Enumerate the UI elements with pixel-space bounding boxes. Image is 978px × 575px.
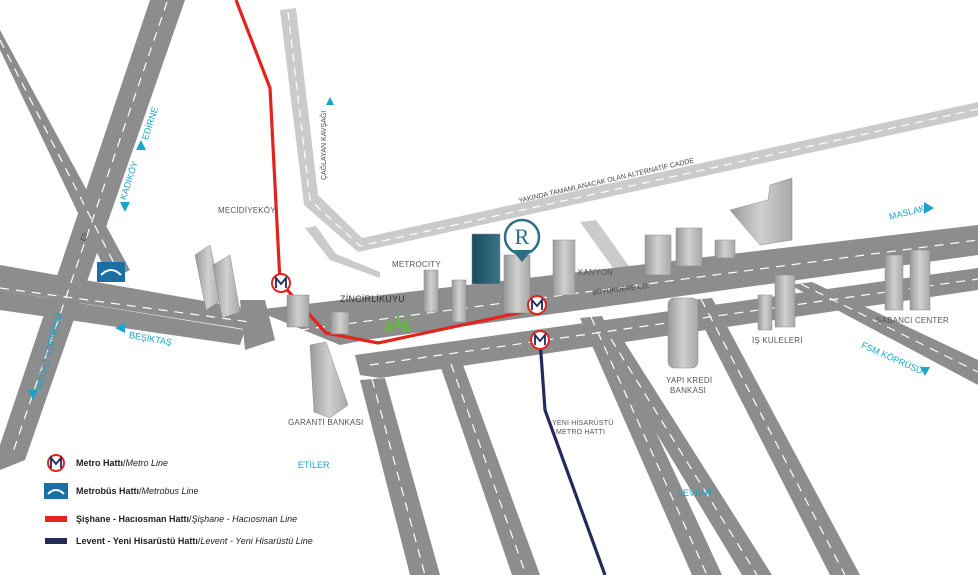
metro-icon: [271, 273, 291, 293]
navy-line-swatch: [44, 532, 68, 550]
label-sabanci: SABANCI CENTER: [876, 316, 950, 325]
label-caglayan: ÇAĞLAYAN KAVŞAĞI: [321, 110, 328, 180]
light-roads: [280, 8, 978, 278]
label-levent: LEVENT: [678, 488, 714, 498]
legend-row-metro: Metro Hattı / Metro Line: [44, 454, 168, 472]
navy-metro-line: [538, 339, 607, 575]
metro-icon: [44, 454, 68, 472]
label-mecidiyekoy: MECİDİYEKÖY: [218, 206, 276, 215]
label-garanti: GARANTİ BANKASI: [288, 418, 364, 427]
red-line-swatch: [44, 510, 68, 528]
label-etiler: ETİLER: [298, 460, 330, 470]
direction-arrows: [28, 97, 934, 400]
r-logo-letter: R: [514, 224, 530, 249]
legend-row-navy-line: Levent - Yeni Hisarüstü Hattı / Levent -…: [44, 532, 313, 550]
legend-row-metrobus: Metrobüs Hattı / Metrobus Line: [44, 482, 199, 500]
label-zincirlikuyu: ZİNCİRLİKUYU: [340, 294, 405, 304]
metro-icon: [527, 295, 547, 315]
label-yapikredi-2: BANKASI: [670, 386, 707, 395]
legend-row-red-line: Şişhane - Hacıosman Hattı / Şişhane - Ha…: [44, 510, 297, 528]
trees: [384, 314, 411, 332]
label-metrocity: METROCITY: [392, 260, 441, 269]
r-logo-marker: [503, 218, 541, 262]
label-kanyon: KANYON: [578, 268, 613, 277]
metrobus-icon: [97, 262, 125, 282]
label-yeni-hisarustu-1: YENİ HİSARÜSTÜ: [552, 420, 614, 427]
metro-icon: [530, 330, 550, 350]
label-yeni-hisarustu-2: METRO HATTI: [556, 429, 606, 436]
buildings: [194, 177, 931, 419]
metrobus-icon: [44, 482, 68, 500]
label-yapikredi-1: YAPI KREDİ: [666, 376, 713, 385]
label-is-kuleleri: İŞ KULELERİ: [752, 336, 803, 345]
